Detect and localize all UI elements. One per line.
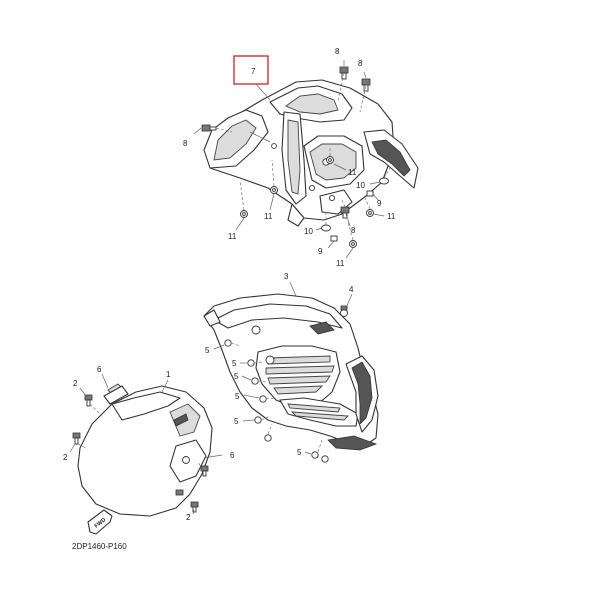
- callout-11: 11: [387, 212, 396, 221]
- upper-leader-lines: [193, 60, 391, 259]
- lower-fasteners: [72, 394, 209, 513]
- fwd-arrow-icon: FWD: [87, 509, 113, 535]
- bolt-icon: [201, 124, 217, 132]
- callout-6: 6: [97, 365, 102, 374]
- callout-10: 10: [304, 227, 313, 236]
- callout-2: 2: [63, 453, 68, 462]
- callout-8: 8: [351, 226, 356, 235]
- washer-icon: [321, 224, 331, 232]
- callout-10: 10: [356, 181, 365, 190]
- callout-labels: 7 8 8 8 8 11 11 11 11 11 10 10 9 9 3 4 5…: [63, 47, 396, 522]
- collar-icon: [366, 190, 374, 197]
- nut-icon: [270, 186, 278, 194]
- callout-11: 11: [348, 168, 357, 177]
- callout-11: 11: [336, 259, 345, 268]
- callout-4: 4: [349, 285, 354, 294]
- bolt-icon: [190, 501, 199, 513]
- callout-5: 5: [297, 448, 302, 457]
- vent-slats: [265, 355, 335, 395]
- screw-icon: [251, 377, 259, 385]
- callout-9: 9: [377, 199, 382, 208]
- lower-leader-lines: [69, 373, 223, 515]
- screw-icon: [254, 416, 262, 424]
- collar-icon: [330, 235, 338, 242]
- highlight-box-part-7: [233, 55, 269, 85]
- callout-6: 6: [230, 451, 235, 460]
- callout-11: 11: [228, 232, 237, 241]
- nut-icon: [240, 210, 248, 218]
- front-cover-assembly: [203, 293, 379, 451]
- callout-1: 1: [166, 370, 171, 379]
- bolt-icon: [340, 206, 350, 219]
- bolt-icon: [200, 465, 209, 477]
- middle-leader-lines: [213, 281, 353, 455]
- lower-slats: [287, 403, 350, 421]
- callout-8: 8: [183, 139, 188, 148]
- callout-5: 5: [232, 359, 237, 368]
- bolt-icon: [72, 432, 81, 445]
- screw-icon: [340, 305, 348, 317]
- callout-5: 5: [205, 346, 210, 355]
- callout-2: 2: [186, 513, 191, 522]
- nut-icon: [326, 156, 334, 164]
- upper-fasteners: [201, 66, 389, 248]
- middle-fasteners: [224, 305, 348, 463]
- screw-icon: [259, 395, 267, 403]
- screw-icon: [311, 451, 319, 459]
- callout-3: 3: [284, 272, 289, 281]
- callout-5: 5: [234, 417, 239, 426]
- screw-icon: [224, 339, 232, 347]
- callout-9: 9: [318, 247, 323, 256]
- callout-7: 7: [251, 67, 256, 76]
- callout-5: 5: [234, 372, 239, 381]
- washer-icon: [379, 177, 389, 185]
- bolt-icon: [175, 489, 184, 496]
- bolt-icon: [84, 394, 93, 407]
- callout-8: 8: [358, 59, 363, 68]
- front-fender-assembly: [77, 383, 213, 517]
- inner-fender-assembly: [203, 79, 419, 227]
- callout-2: 2: [73, 379, 78, 388]
- screw-icon: [264, 434, 272, 442]
- nut-icon: [366, 209, 374, 217]
- diagram-code: 2DP1460-P160: [72, 542, 127, 551]
- callout-8: 8: [335, 47, 340, 56]
- callout-11: 11: [264, 212, 273, 221]
- nut-icon: [349, 240, 357, 248]
- screw-icon: [321, 455, 329, 463]
- bolt-icon: [361, 78, 371, 92]
- screw-icon: [247, 359, 255, 367]
- callout-5: 5: [235, 392, 240, 401]
